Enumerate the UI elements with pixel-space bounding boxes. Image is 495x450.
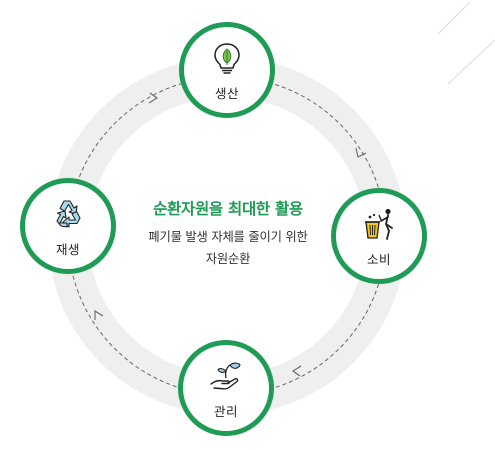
node-management: 관리	[178, 340, 274, 436]
arrow-bottom-left	[94, 310, 104, 320]
hand-sprout-icon	[210, 362, 241, 389]
center-title: 순환자원을 최대한 활용	[153, 200, 303, 218]
node-consumption: 소비	[331, 188, 427, 284]
node-label: 생산	[214, 85, 239, 101]
arrow-bottom-right	[292, 365, 302, 377]
recycle-arrows-icon	[56, 199, 81, 228]
center-description: 폐기물 발생 자체를 줄이기 위한 자원순환	[122, 226, 334, 270]
arrow-top-right	[355, 147, 367, 158]
node-label: 재생	[55, 241, 80, 257]
cycle-arrows	[94, 92, 367, 377]
node-label: 소비	[366, 251, 391, 267]
node-label: 관리	[213, 403, 238, 419]
center-desc-line2: 자원순환	[205, 252, 251, 266]
center-desc-line1: 폐기물 발생 자체를 줄이기 위한	[148, 230, 308, 244]
lightbulb-leaf-icon	[214, 42, 240, 74]
node-regeneration: 재생	[20, 178, 116, 274]
recycle-bin-person-icon	[365, 208, 393, 240]
arrow-top-left	[148, 92, 158, 104]
center-text: 순환자원을 최대한 활용 폐기물 발생 자체를 줄이기 위한 자원순환	[122, 197, 334, 270]
decorative-lines	[437, 1, 495, 85]
node-production: 생산	[179, 22, 275, 118]
